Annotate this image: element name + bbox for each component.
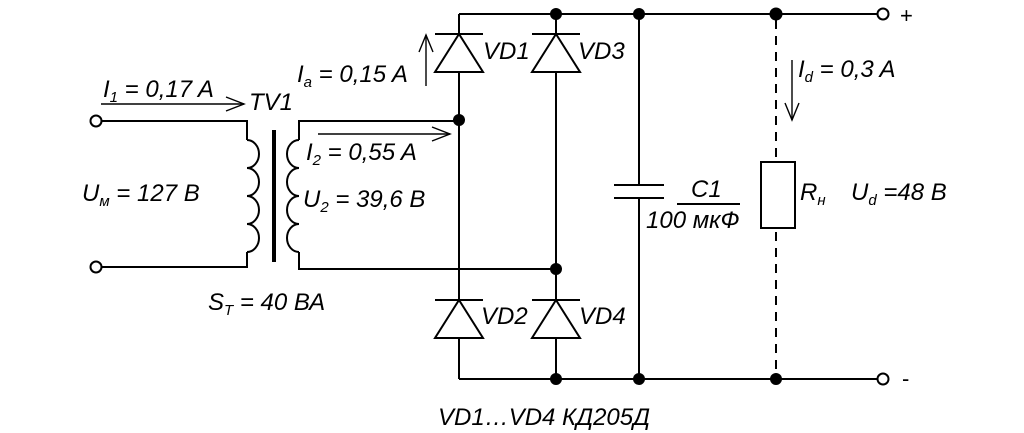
primary-wire-bottom	[101, 252, 248, 268]
label-terminal-minus: -	[902, 366, 909, 391]
junction-dot	[453, 114, 465, 126]
junction-dot	[769, 7, 783, 21]
primary-wire-top	[101, 120, 248, 140]
diode-vd2	[433, 298, 485, 339]
junction-dot	[633, 373, 645, 385]
label-load-resistor: Rн	[800, 179, 826, 209]
i2-arrow-head	[431, 126, 452, 142]
diode-vd4	[530, 298, 582, 339]
output-terminal-negative	[876, 372, 890, 386]
label-secondary-voltage: U2 = 39,6 В	[303, 186, 425, 216]
label-load-current: Id = 0,3 A	[798, 56, 896, 86]
label-capacitor-value: 100 мкФ	[646, 207, 740, 234]
secondary-wire-bottom	[298, 252, 556, 270]
diode-vd3	[530, 32, 582, 73]
label-diode-caption: VD1…VD4 КД205Д	[438, 404, 650, 431]
label-capacitor-name: C1	[691, 176, 722, 203]
label-transformer-name: TV1	[249, 89, 293, 116]
label-secondary-current: I2 = 0,55 A	[306, 139, 417, 169]
primary-terminal-top	[89, 114, 103, 128]
junction-dot	[550, 8, 562, 20]
secondary-wire-top	[298, 120, 459, 140]
label-anode-current: Ia = 0,15 A	[297, 61, 408, 91]
ia-arrow-head	[418, 33, 434, 53]
label-transformer-power: ST = 40 ВА	[208, 289, 325, 319]
label-primary-voltage: Uм = 127 В	[82, 180, 200, 210]
label-vd2: VD2	[481, 303, 528, 330]
load-resistor	[760, 161, 796, 229]
id-arrow-head	[784, 102, 800, 122]
output-terminal-positive	[876, 7, 890, 21]
primary-terminal-bottom	[89, 260, 103, 274]
secondary-winding	[286, 139, 300, 253]
label-load-voltage: Ud =48 В	[851, 179, 947, 209]
primary-winding	[246, 139, 260, 253]
label-primary-current: I1 = 0,17 A	[103, 76, 214, 106]
junction-dot	[633, 8, 645, 20]
label-vd4: VD4	[579, 303, 626, 330]
junction-dot	[550, 373, 562, 385]
i1-arrow-head	[225, 96, 246, 112]
diode-vd1	[433, 32, 485, 73]
junction-dot	[770, 373, 782, 385]
junction-dot	[550, 263, 562, 275]
label-vd1: VD1	[483, 38, 530, 65]
label-vd3: VD3	[578, 38, 625, 65]
label-terminal-plus: +	[900, 3, 913, 28]
